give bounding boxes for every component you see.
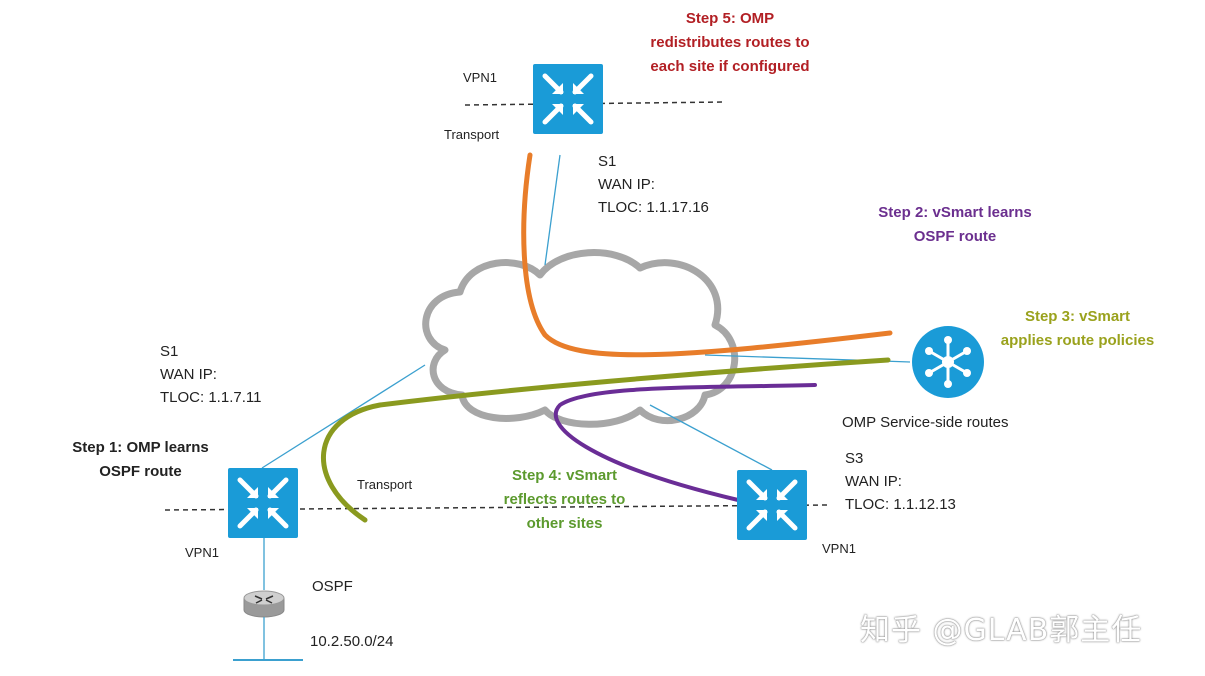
right-vpn-label: VPN1 [822, 541, 856, 556]
step1-annotation: Step 1: OMP learns OSPF route [58, 436, 223, 484]
top-tloc-label: TLOC: 1.1.17.16 [598, 199, 709, 216]
step4-line-2: reflects routes to [503, 491, 626, 508]
step4-annotation: Step 4: vSmart reflects routes to other … [482, 464, 647, 536]
left-router-link [261, 364, 426, 469]
left-wan-ip-label: WAN IP: [160, 366, 217, 383]
step4-line-1: Step 4: vSmart [511, 467, 618, 484]
step4-line-3: other sites [526, 515, 603, 532]
step1-line-1: Step 1: OMP learns [72, 439, 209, 456]
step2-annotation: Step 2: vSmart learns OSPF route [855, 201, 1055, 249]
ospf-router-icon[interactable] [243, 590, 285, 618]
top-router-icon[interactable] [533, 64, 603, 134]
cloud-icon [422, 249, 739, 428]
right-wan-ip-label: WAN IP: [845, 473, 902, 490]
top-vpn-label: VPN1 [463, 70, 497, 85]
top-wan-ip-label: WAN IP: [598, 176, 655, 193]
vsmart-hub-icon[interactable] [912, 326, 984, 398]
step5-annotation: Step 5: OMP redistributes routes to each… [630, 7, 830, 79]
step3-annotation: Step 3: vSmart applies route policies [995, 305, 1160, 353]
top-site-label: S1 [598, 153, 617, 170]
right-router-link [649, 404, 773, 471]
left-router-info: S1 WAN IP: TLOC: 1.1.7.11 [160, 340, 261, 409]
right-router-icon[interactable] [737, 470, 807, 540]
step3-line-2: applies route policies [1000, 332, 1155, 349]
step2-line-2: OSPF route [913, 228, 997, 245]
right-site-label: S3 [845, 450, 864, 467]
ospf-subnet-label: 10.2.50.0/24 [310, 633, 394, 650]
watermark: 知乎 @GLAB郭主任 [860, 613, 1143, 648]
purple-route-path [553, 383, 817, 502]
step5-line-1: Step 5: OMP [685, 10, 775, 27]
left-tloc-label: TLOC: 1.1.7.11 [160, 389, 262, 406]
step1-line-2: OSPF route [99, 463, 182, 480]
left-vpn-label: VPN1 [185, 545, 219, 560]
step5-line-3: each site if configured [650, 58, 810, 75]
olive-route-path [320, 357, 891, 523]
right-tloc-label: TLOC: 1.1.12.13 [845, 496, 956, 513]
ospf-protocol-label: OSPF [312, 578, 353, 595]
step2-line-1: Step 2: vSmart learns [878, 204, 1032, 221]
step3-line-1: Step 3: vSmart [1024, 308, 1131, 325]
top-transport-label: Transport [444, 127, 500, 142]
left-transport-label: Transport [357, 477, 413, 492]
left-router-icon[interactable] [228, 468, 298, 538]
left-site-label: S1 [160, 343, 179, 360]
right-router-info: S3 WAN IP: TLOC: 1.1.12.13 [845, 447, 956, 516]
vsmart-caption: OMP Service-side routes [842, 414, 1009, 431]
top-router-link [544, 154, 561, 266]
top-router-info: S1 WAN IP: TLOC: 1.1.17.16 [598, 150, 709, 219]
step5-line-2: redistributes routes to [650, 34, 810, 51]
orange-route-path [521, 152, 893, 358]
